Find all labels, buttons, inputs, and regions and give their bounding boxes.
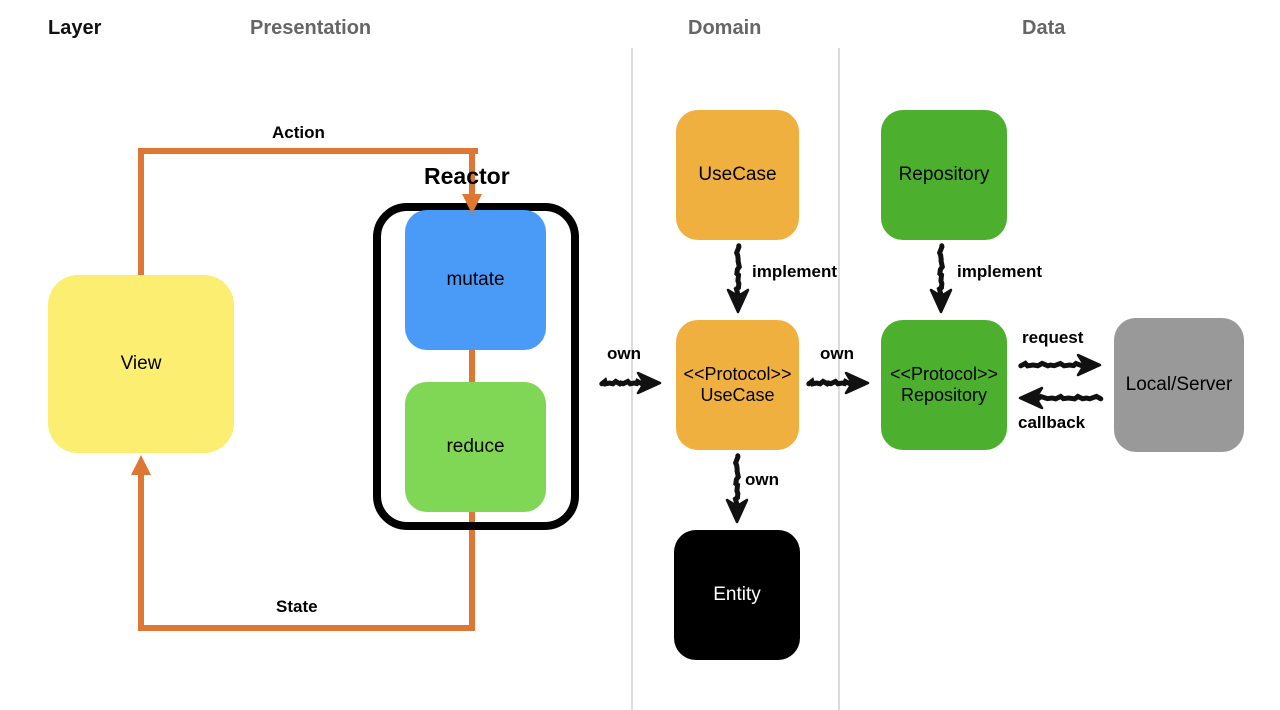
divider-domain-data xyxy=(838,48,840,710)
entity-node-line-0: Entity xyxy=(713,584,761,606)
arrow-own-entity xyxy=(725,453,749,524)
reactor-internal xyxy=(469,350,475,386)
local-server-node-line-0: Local/Server xyxy=(1125,374,1233,396)
layer-label-domain: Domain xyxy=(688,17,762,39)
protocol-repository-node[interactable]: <<Protocol>>Repository xyxy=(881,320,1007,450)
layer-label-data: Data xyxy=(1022,17,1066,39)
reactor-title: Reactor xyxy=(424,163,510,189)
protocol-repository-node-line-1: Repository xyxy=(900,385,988,405)
own-domain: own xyxy=(820,344,854,363)
divider-presentation-domain xyxy=(631,48,633,710)
repository-node[interactable]: Repository xyxy=(881,110,1007,240)
protocol-usecase-node[interactable]: <<Protocol>>UseCase xyxy=(676,320,799,450)
implement-repo: implement xyxy=(957,262,1043,281)
view-node-line-0: View xyxy=(120,353,162,375)
own-presentation: own xyxy=(607,344,641,363)
reduce-node[interactable]: reduce xyxy=(405,382,546,512)
action-vertical-left xyxy=(138,148,144,278)
layer-label-presentation: Presentation xyxy=(250,17,372,39)
reduce-node-line-0: reduce xyxy=(446,436,505,458)
arrow-callback xyxy=(1018,386,1104,410)
layer-label-layer: Layer xyxy=(48,17,102,39)
local-server-node[interactable]: Local/Server xyxy=(1114,318,1244,452)
view-node[interactable]: View xyxy=(48,275,234,453)
request-label: request xyxy=(1022,328,1084,347)
state-label: State xyxy=(276,597,318,616)
callback-label: callback xyxy=(1018,413,1086,432)
action-horizontal xyxy=(138,148,478,154)
usecase-node[interactable]: UseCase xyxy=(676,110,799,240)
protocol-usecase-node-line-0: <<Protocol>> xyxy=(683,364,792,385)
repository-node-line-0: Repository xyxy=(898,164,990,186)
implement-usecase: implement xyxy=(752,262,838,281)
arrow-implement-repo xyxy=(929,243,953,314)
action-vertical-right xyxy=(469,148,475,210)
state-vertical-left xyxy=(138,462,144,631)
mutate-node-line-0: mutate xyxy=(446,269,505,291)
protocol-usecase-node-line-1: UseCase xyxy=(700,385,775,405)
state-vertical-right xyxy=(469,505,475,631)
action-label: Action xyxy=(272,123,325,142)
mutate-node[interactable]: mutate xyxy=(405,210,546,350)
state-horizontal xyxy=(138,625,475,631)
arrow-implement-usecase xyxy=(726,243,750,314)
protocol-repository-node-line-0: <<Protocol>> xyxy=(889,364,999,385)
usecase-node-line-0: UseCase xyxy=(698,164,777,186)
arrow-request xyxy=(1018,353,1102,377)
entity-node[interactable]: Entity xyxy=(674,530,800,660)
own-entity: own xyxy=(745,470,779,489)
